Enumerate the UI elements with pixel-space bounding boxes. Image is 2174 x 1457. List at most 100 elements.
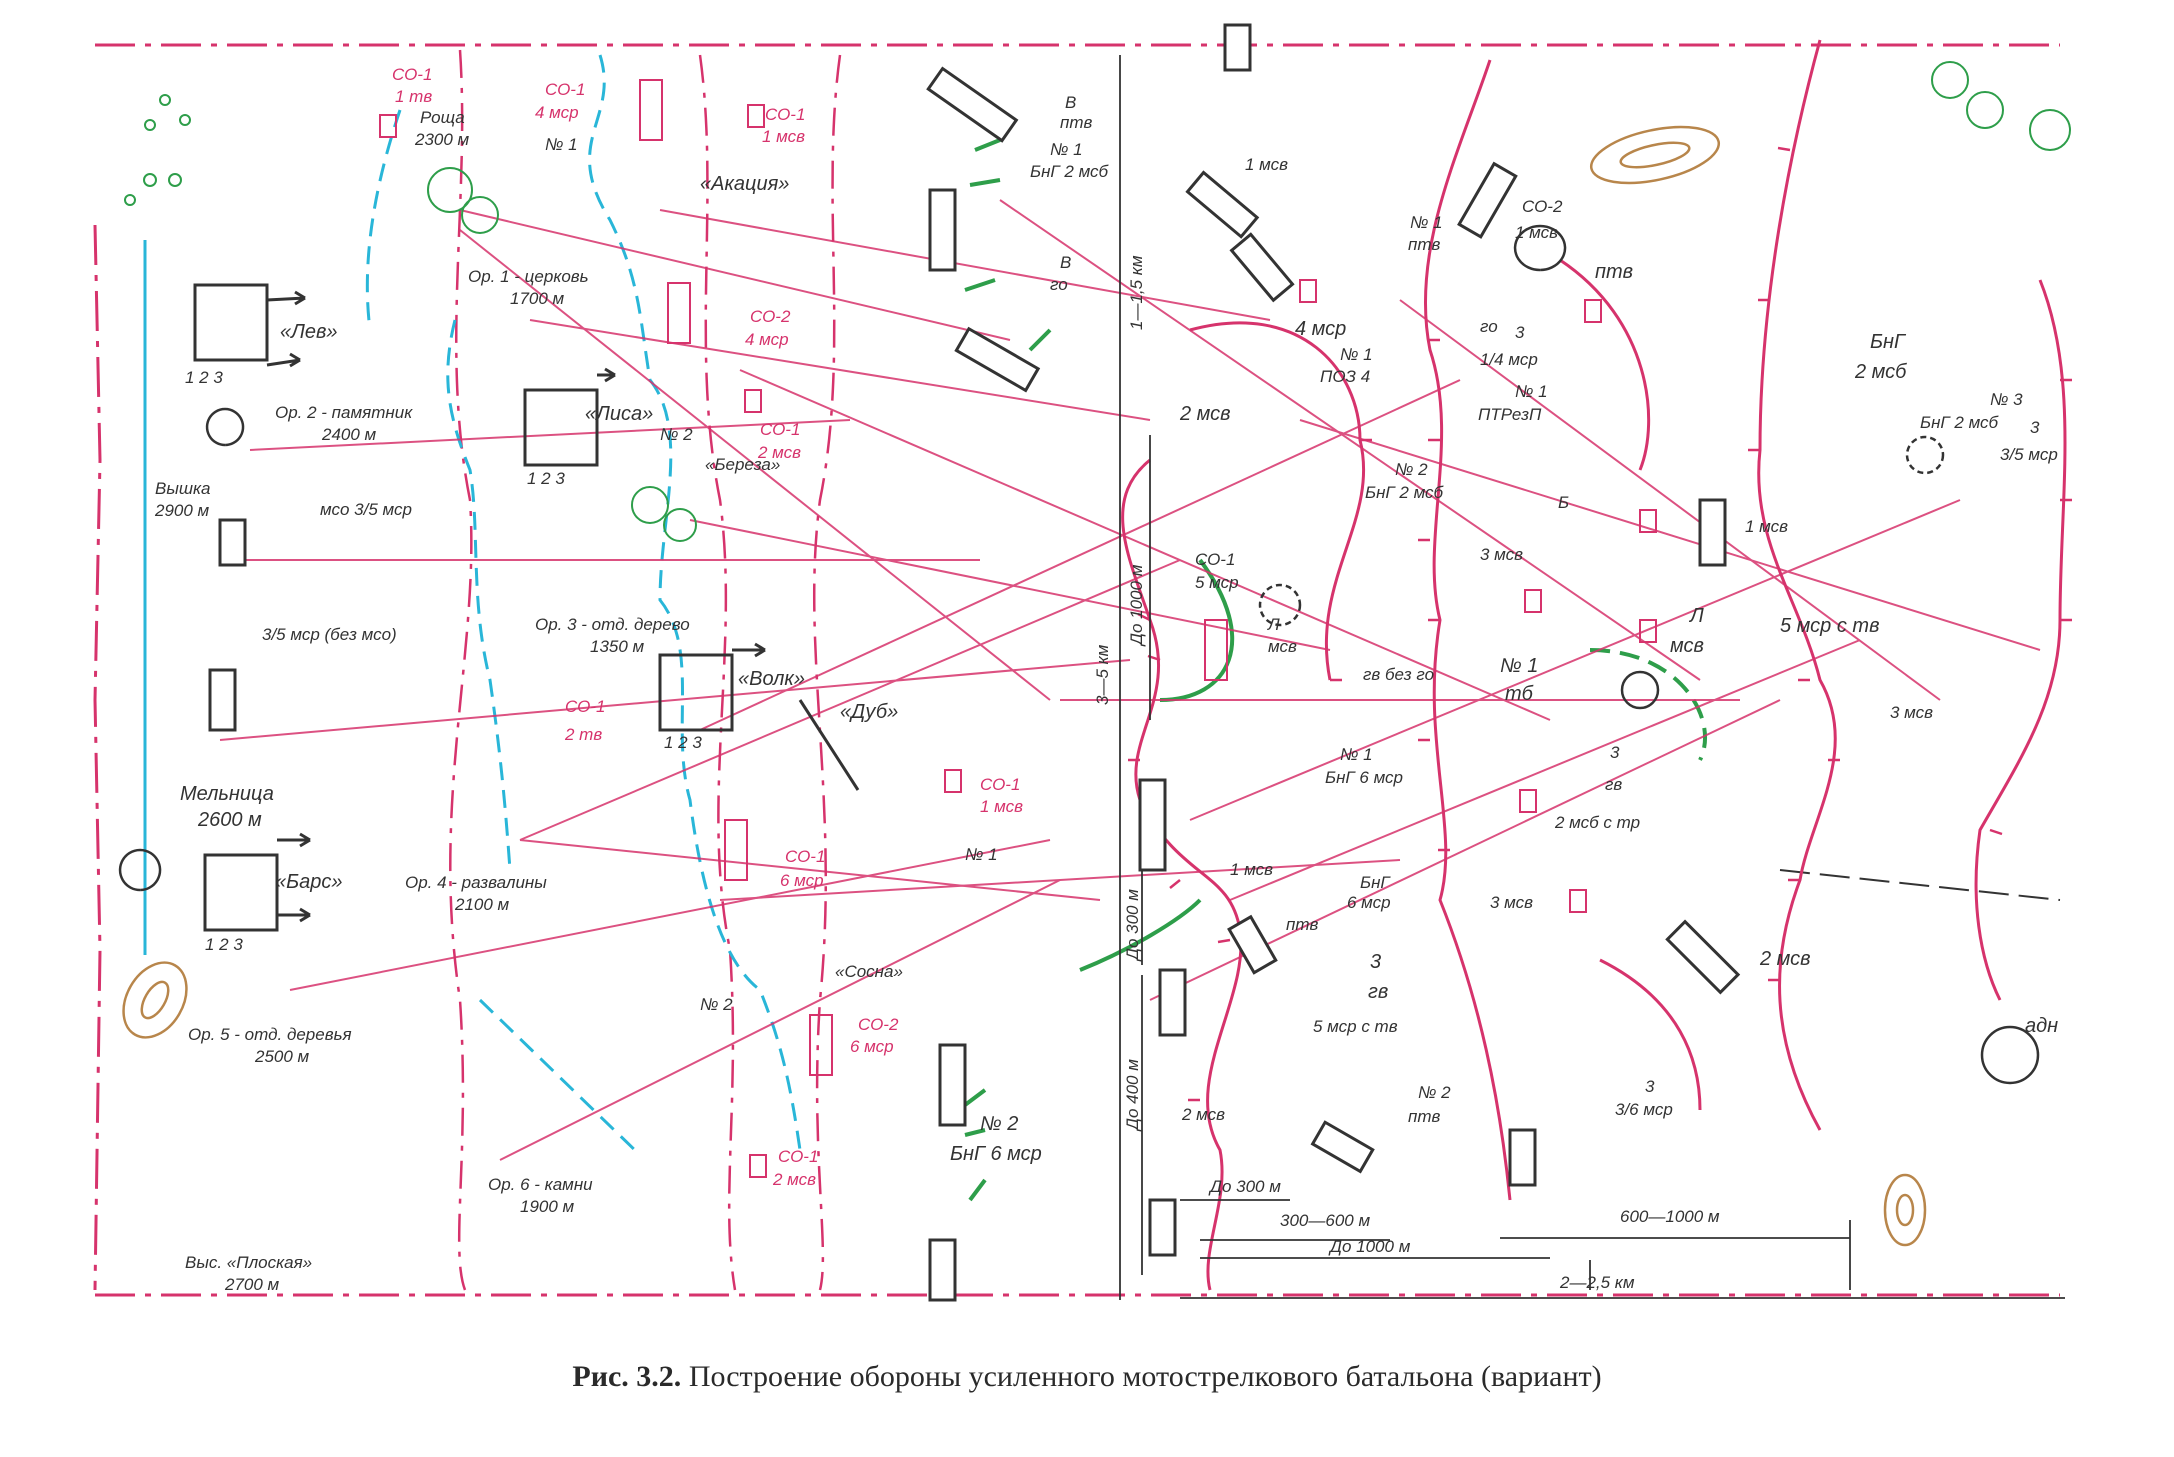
green-obstacles [963, 138, 1707, 1202]
vehicle-symbol [938, 1043, 967, 1127]
enemy-bars-label: «Барс» [275, 871, 343, 893]
position-dub: «Дуб» [840, 701, 898, 723]
command-post-icon [1905, 435, 1945, 475]
landmark-distance: 2500 м [254, 1047, 310, 1066]
unit-label: 2 мсв [1181, 1105, 1225, 1124]
vehicle-symbol [954, 326, 1041, 393]
unit-label: 2 мсв [772, 1170, 816, 1189]
unit-label: 5 мср с тв [1313, 1017, 1398, 1036]
dimension-label: 600—1000 м [1620, 1207, 1720, 1226]
figure-caption: Рис. 3.2. Построение обороны усиленного … [0, 1360, 2174, 1394]
vehicle-symbols [208, 23, 1741, 1302]
vehicle-symbol [1158, 968, 1187, 1037]
unit-label: № 1 [1340, 345, 1373, 364]
unit-label: СО-2 [858, 1015, 899, 1034]
vehicle-symbol [1457, 161, 1518, 239]
landmark-distance: 2700 м [224, 1275, 280, 1294]
unit-label: 2 тв [564, 725, 602, 744]
landmark-distance: 2100 м [454, 895, 510, 914]
vehicle-symbol [1138, 778, 1167, 872]
unit-label: мсв [1268, 637, 1297, 656]
enemy-bars-numbers: 1 2 3 [205, 935, 243, 954]
vehicle-symbol [928, 1238, 957, 1302]
landmark-distance: 2600 м [197, 809, 262, 831]
landmark-name: Ор. 4 - развалины [405, 873, 547, 892]
unit-label: № 1 [1410, 213, 1443, 232]
vehicle-symbol [928, 188, 957, 272]
unit-label: 3 мсв [1480, 545, 1523, 564]
unit-label: 4 мср [1295, 318, 1346, 340]
unit-labels: СО-1 1 тв СО-1 4 мср № 1 СО-1 1 мсв СО-2… [262, 65, 2058, 1189]
unit-label: 2 мсв [1179, 403, 1231, 425]
unit-label: № 2 [980, 1113, 1018, 1135]
unit-label: 1 мсв [1745, 517, 1788, 536]
position-sosna: «Сосна» [835, 962, 903, 981]
unit-label: мсо 3/5 мср [320, 500, 412, 519]
vehicle-symbol [926, 66, 1019, 143]
landmark-name: Роща [420, 108, 465, 127]
unit-label: 2 мсв [1759, 948, 1811, 970]
observation-icon [118, 848, 162, 892]
unit-label: птв [1286, 915, 1319, 934]
unit-label: СО-2 [750, 307, 791, 326]
position-akatsiya: «Акация» [700, 173, 789, 195]
unit-label: № 2 [1395, 460, 1428, 479]
unit-label: ПОЗ 4 [1320, 367, 1370, 386]
unit-label: 6 мср [850, 1037, 894, 1056]
unit-label: 5 мср [1195, 573, 1239, 592]
unit-label: гв без го [1363, 665, 1434, 684]
dimension-label: 1—1,5 км [1127, 255, 1146, 330]
landmark-distance: 1900 м [520, 1197, 575, 1216]
unit-label: 3/6 мср [1615, 1100, 1673, 1119]
unit-label: 1 мсв [1515, 223, 1558, 242]
unit-label: 1/4 мср [1480, 350, 1538, 369]
landmark-name: Ор. 3 - отд. дерево [535, 615, 690, 634]
unit-label: БнГ [1870, 331, 1907, 353]
enemy-volk-label: «Волк» [738, 668, 805, 690]
unit-label: СО-1 [392, 65, 432, 84]
figure-number: Рис. 3.2. [572, 1360, 682, 1393]
position-bereza: «Береза» [705, 455, 780, 474]
enemy-lev-label: «Лев» [280, 321, 338, 343]
dimension-label: До 400 м [1123, 1059, 1142, 1132]
vehicle-symbol [1148, 1198, 1177, 1257]
unit-label: БнГ 6 мср [950, 1143, 1042, 1165]
vegetation [124, 61, 2071, 542]
vehicle-symbol [1665, 919, 1741, 995]
observation-icon [205, 407, 245, 447]
unit-label: Л [1688, 605, 1704, 627]
unit-label: адн [2025, 1015, 2058, 1037]
unit-label: го [1480, 317, 1498, 336]
unit-label: 3 [2030, 418, 2040, 437]
unit-label: 3 мсв [1490, 893, 1533, 912]
unit-label: Б [1558, 493, 1569, 512]
landmark-name: Ор. 2 - памятник [275, 403, 413, 422]
landmark-labels: Роща 2300 м Ор. 1 - церковь 1700 м Ор. 2… [154, 108, 690, 1294]
landmark-name: Ор. 1 - церковь [468, 267, 589, 286]
enemy-lev-numbers: 1 2 3 [185, 368, 223, 387]
unit-label: гв [1605, 775, 1622, 794]
unit-label: 6 мср [1347, 893, 1391, 912]
unit-label: гв [1368, 981, 1388, 1003]
unit-label: СО-1 [778, 1147, 818, 1166]
misc-symbols [118, 224, 2040, 1085]
unit-label: ПТРезП [1478, 405, 1542, 424]
unit-label: 4 мср [745, 330, 789, 349]
dimension-label: До 300 м [1123, 889, 1142, 962]
unit-label: СО-1 [785, 847, 825, 866]
unit-label: 3 [1370, 951, 1381, 973]
observation-icon [1513, 224, 1567, 272]
enemy-block-volk [658, 653, 734, 732]
dimension-label: До 1000 м [1328, 1237, 1411, 1256]
unit-label: 3 [1515, 323, 1525, 342]
unit-label: № 2 [1418, 1083, 1451, 1102]
landmark-name: Мельница [180, 783, 274, 805]
unit-label: 1 мсв [762, 127, 805, 146]
unit-label: № 1 [1050, 140, 1083, 159]
unit-label: № 1 [1515, 382, 1548, 401]
landmark-name: Ор. 5 - отд. деревья [188, 1025, 352, 1044]
unit-label: В [1065, 93, 1076, 112]
forward-positions-lines [449, 49, 842, 1291]
landmark-name: Ор. 6 - камни [488, 1175, 593, 1194]
